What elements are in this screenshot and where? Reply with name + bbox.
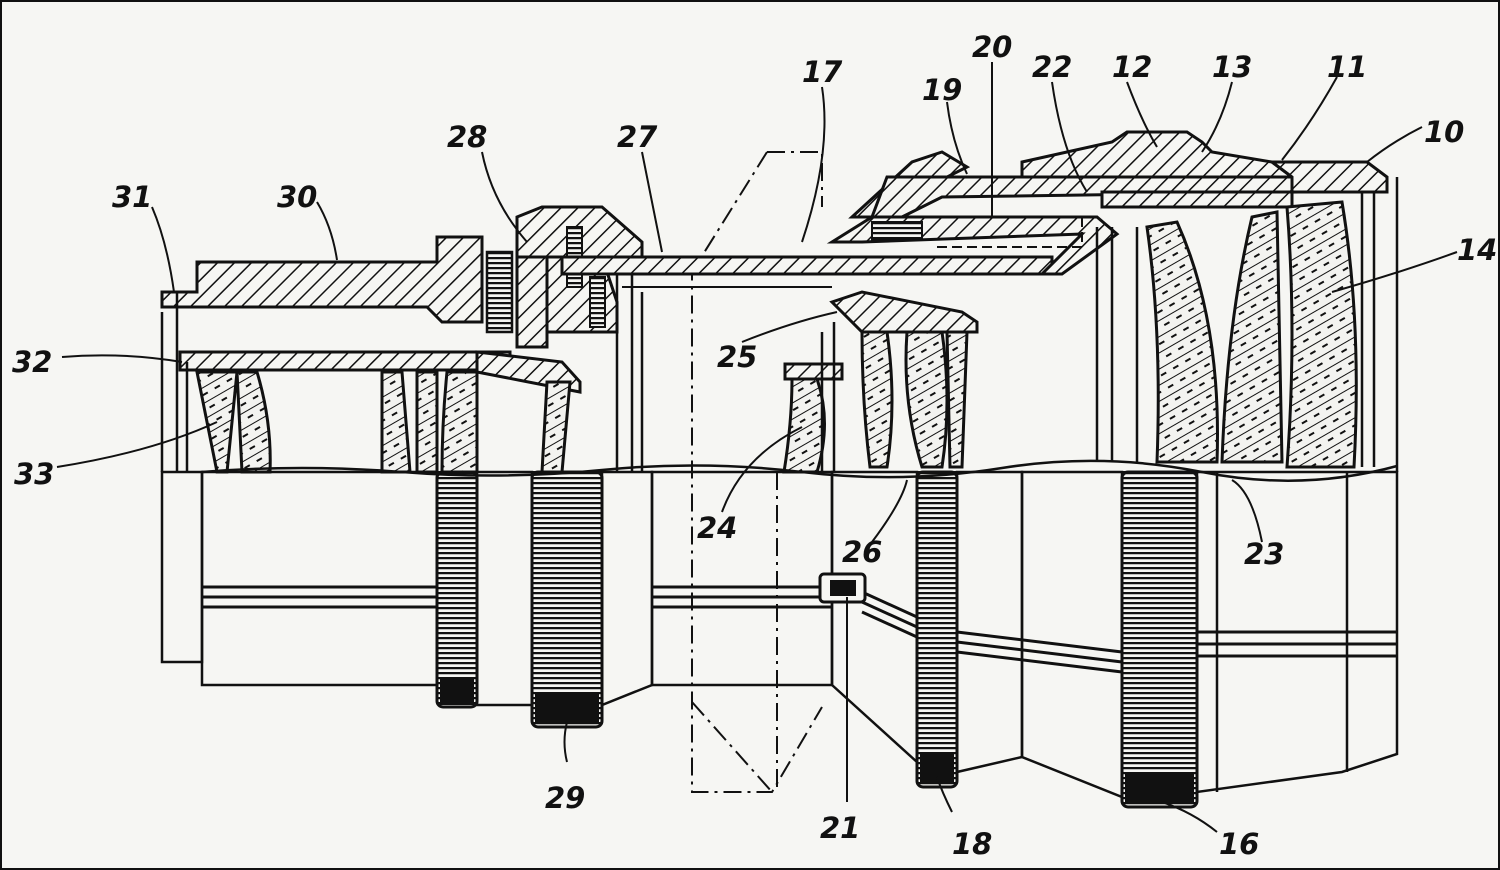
label-28: 28	[447, 120, 487, 154]
collar-28	[515, 205, 644, 349]
rear-lens-group	[195, 370, 572, 474]
label-33: 33	[14, 457, 54, 491]
label-32: 32	[12, 345, 52, 379]
label-25: 25	[717, 340, 757, 374]
label-26: 26	[842, 535, 882, 569]
label-27: 27	[617, 120, 658, 154]
diaphragm-pin	[818, 572, 867, 604]
label-18: 18	[952, 827, 992, 861]
aperture-block	[848, 150, 1299, 248]
focus-ring-29	[530, 470, 604, 729]
middle-lens-group	[782, 290, 979, 474]
label-30: 30	[277, 180, 317, 214]
label-12: 12	[1112, 50, 1152, 84]
mount-thread	[485, 250, 514, 334]
barrel-stripes	[202, 585, 1397, 674]
ring-left-knurl	[435, 470, 479, 709]
ring-18-knurl	[915, 470, 959, 789]
reflex-mirror-outline	[691, 151, 823, 793]
lower-barrel-exterior	[160, 470, 1399, 799]
label-13: 13	[1212, 50, 1252, 84]
label-16: 16	[1219, 827, 1259, 861]
label-19: 19	[922, 73, 962, 107]
label-29: 29	[545, 781, 585, 815]
reference-numerals: 10 11 12 13 14 16 17 18 19 20 21 22 23 2…	[12, 30, 1497, 861]
aperture-ring-16	[1120, 470, 1199, 809]
label-17: 17	[802, 55, 843, 89]
label-22: 22	[1032, 50, 1072, 84]
label-23: 23	[1244, 537, 1284, 571]
label-10: 10	[1424, 115, 1464, 149]
label-20: 20	[972, 30, 1012, 64]
front-lens-group	[1095, 177, 1399, 472]
main-tube	[560, 215, 1120, 472]
label-24: 24	[697, 511, 737, 545]
label-14: 14	[1457, 233, 1497, 267]
knurled-rings	[435, 470, 1199, 809]
label-21: 21	[820, 811, 860, 845]
label-31: 31	[112, 180, 152, 214]
leader-lines	[56, 62, 1458, 833]
section-breakline	[201, 459, 1398, 482]
label-11: 11	[1327, 50, 1367, 84]
